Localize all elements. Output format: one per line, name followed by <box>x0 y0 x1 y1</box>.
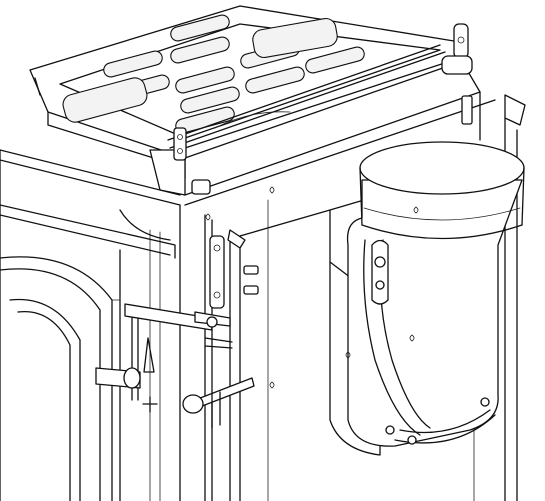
pivot-hinge <box>95 229 259 413</box>
arched-door <box>0 256 121 501</box>
flue-elbow <box>329 141 525 456</box>
cooktop-grate <box>29 5 461 179</box>
annotation-marks <box>205 186 419 389</box>
side-handle <box>182 377 255 429</box>
top-ledge <box>0 23 526 259</box>
grate-slots <box>62 14 365 134</box>
